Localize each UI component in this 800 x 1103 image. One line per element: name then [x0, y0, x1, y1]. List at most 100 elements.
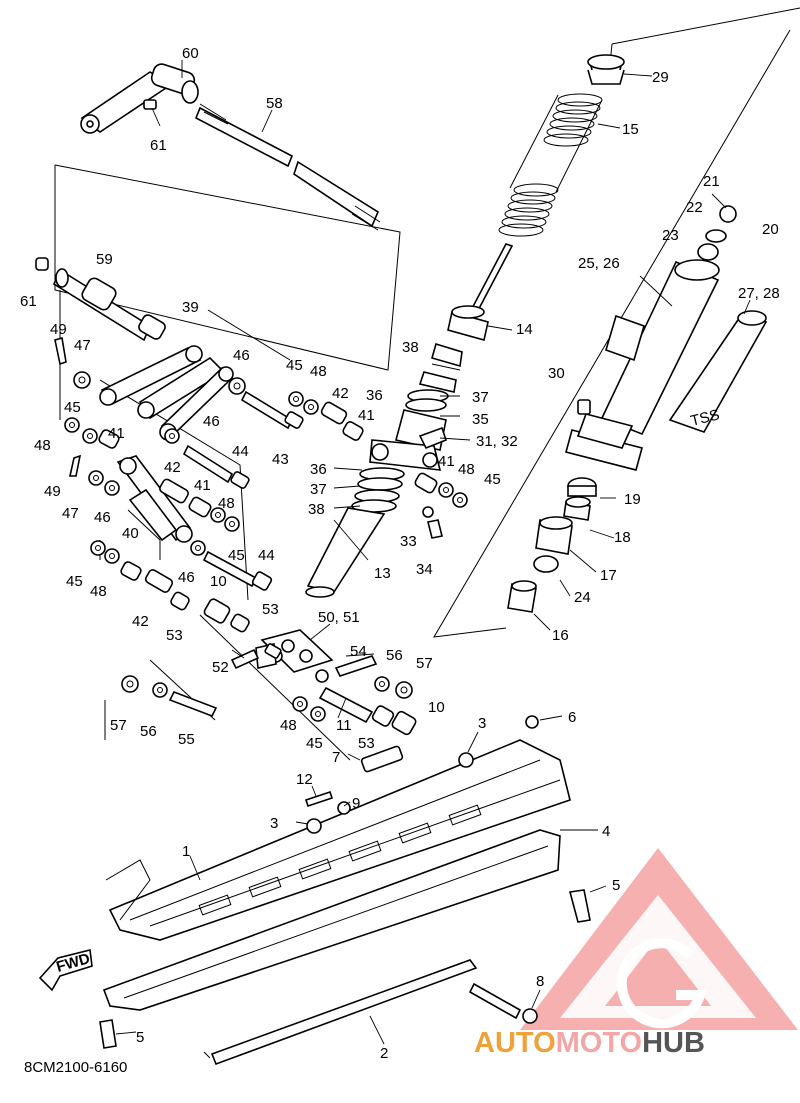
- callout-c29: 29: [652, 69, 669, 86]
- callout-c9: 9: [352, 795, 360, 812]
- callout-c2526: 25, 26: [578, 255, 620, 272]
- callout-c42a: 42: [332, 385, 349, 402]
- callout-c19: 19: [624, 491, 641, 508]
- callout-c61a: 61: [150, 137, 167, 154]
- callout-c5b: 5: [136, 1029, 144, 1046]
- washers-mid-cluster: [144, 377, 319, 633]
- callout-c10a: 10: [210, 573, 227, 590]
- shock-spring-assembly: [305, 54, 625, 598]
- callout-c36a: 36: [366, 387, 383, 404]
- callout-c2728: 27, 28: [738, 285, 780, 302]
- callout-c17: 17: [600, 567, 617, 584]
- callout-c33: 33: [400, 533, 417, 550]
- callout-c41a: 41: [358, 407, 375, 424]
- callout-c53b: 53: [166, 627, 183, 644]
- diagram-code: 8CM2100-6160: [24, 1059, 127, 1076]
- callout-c56a: 56: [386, 647, 403, 664]
- callout-c20: 20: [762, 221, 779, 238]
- shaft-59: [35, 257, 166, 342]
- callout-c47b: 47: [62, 505, 79, 522]
- arm-60: [80, 63, 199, 134]
- callout-c53c: 53: [358, 735, 375, 752]
- assembly-outline-rod: [54, 164, 401, 371]
- callout-c44a: 44: [232, 443, 249, 460]
- callout-c41d: 41: [194, 477, 211, 494]
- callout-c10b: 10: [428, 699, 445, 716]
- callout-c11: 11: [336, 717, 352, 734]
- callout-c55: 55: [178, 731, 195, 748]
- callout-c18: 18: [614, 529, 631, 546]
- callout-c4: 4: [602, 823, 610, 840]
- callout-c6: 6: [568, 709, 576, 726]
- shock-lower-parts: [507, 477, 597, 613]
- watermark-logo: [520, 848, 798, 1030]
- callout-c45e: 45: [66, 573, 83, 590]
- watermark-part-moto: MOTO: [556, 1027, 642, 1059]
- callout-c44b: 44: [258, 547, 275, 564]
- callout-c38a: 38: [402, 339, 419, 356]
- watermark-part-auto: AUTO: [474, 1027, 556, 1059]
- callout-c23: 23: [662, 227, 679, 244]
- callout-c30: 30: [548, 365, 565, 382]
- callout-c42c: 42: [132, 613, 149, 630]
- callout-c39: 39: [182, 299, 199, 316]
- callout-c12: 12: [296, 771, 313, 788]
- callout-c8: 8: [536, 973, 544, 990]
- shock-body: TSS: [565, 205, 768, 471]
- watermark-part-hub: HUB: [642, 1027, 705, 1059]
- callout-c45c: 45: [484, 471, 501, 488]
- callout-c46b: 46: [203, 413, 220, 430]
- arm-40: [116, 455, 193, 543]
- callout-c3b: 3: [270, 815, 278, 832]
- callout-c7: 7: [332, 749, 340, 766]
- callout-c2: 2: [380, 1045, 388, 1062]
- callout-c41c: 41: [108, 425, 125, 442]
- washers-left-cluster: [54, 336, 142, 581]
- callout-c42b: 42: [164, 459, 181, 476]
- callout-c52: 52: [212, 659, 229, 676]
- callout-c14: 14: [516, 321, 533, 338]
- callout-c34: 34: [416, 561, 433, 578]
- callout-c40: 40: [122, 525, 139, 542]
- callout-c3a: 3: [478, 715, 486, 732]
- callout-c49a: 49: [50, 321, 67, 338]
- callout-c46d: 46: [178, 569, 195, 586]
- callout-c58: 58: [266, 95, 283, 112]
- callout-c37a: 37: [472, 389, 489, 406]
- callout-c48e: 48: [90, 583, 107, 600]
- callout-c3132: 31, 32: [476, 433, 518, 450]
- callout-c49b: 49: [44, 483, 61, 500]
- callout-c48f: 48: [280, 717, 297, 734]
- callout-c57a: 57: [416, 655, 433, 672]
- leader-lines: [115, 60, 751, 1045]
- callout-c59: 59: [96, 251, 113, 268]
- bolts-left: [121, 675, 218, 718]
- shock-brand-label: TSS: [689, 406, 721, 430]
- callout-c48a: 48: [310, 363, 327, 380]
- callout-c46a: 46: [233, 347, 250, 364]
- callout-c43: 43: [272, 451, 289, 468]
- callout-c48c: 48: [458, 461, 475, 478]
- shaft-58: [194, 103, 381, 231]
- callout-c5051: 50, 51: [318, 609, 360, 626]
- callout-c47a: 47: [74, 337, 91, 354]
- callout-c13: 13: [374, 565, 391, 582]
- slide-rail-frame: FWD: [38, 715, 591, 1066]
- callout-c45f: 45: [306, 735, 323, 752]
- callout-c5a: 5: [612, 877, 620, 894]
- bolts-right: [292, 655, 417, 736]
- callout-c1: 1: [182, 843, 190, 860]
- callout-c45d: 45: [228, 547, 245, 564]
- callout-c61b: 61: [20, 293, 37, 310]
- watermark-text: AUTOMOTOHUB: [474, 1027, 705, 1059]
- callout-c38b: 38: [308, 501, 325, 518]
- callout-c37b: 37: [310, 481, 327, 498]
- callout-c16: 16: [552, 627, 569, 644]
- callout-c35: 35: [472, 411, 489, 428]
- bolt-61-top: [143, 99, 157, 110]
- assembly-outline-shock: [611, 7, 800, 45]
- callout-c22: 22: [686, 199, 703, 216]
